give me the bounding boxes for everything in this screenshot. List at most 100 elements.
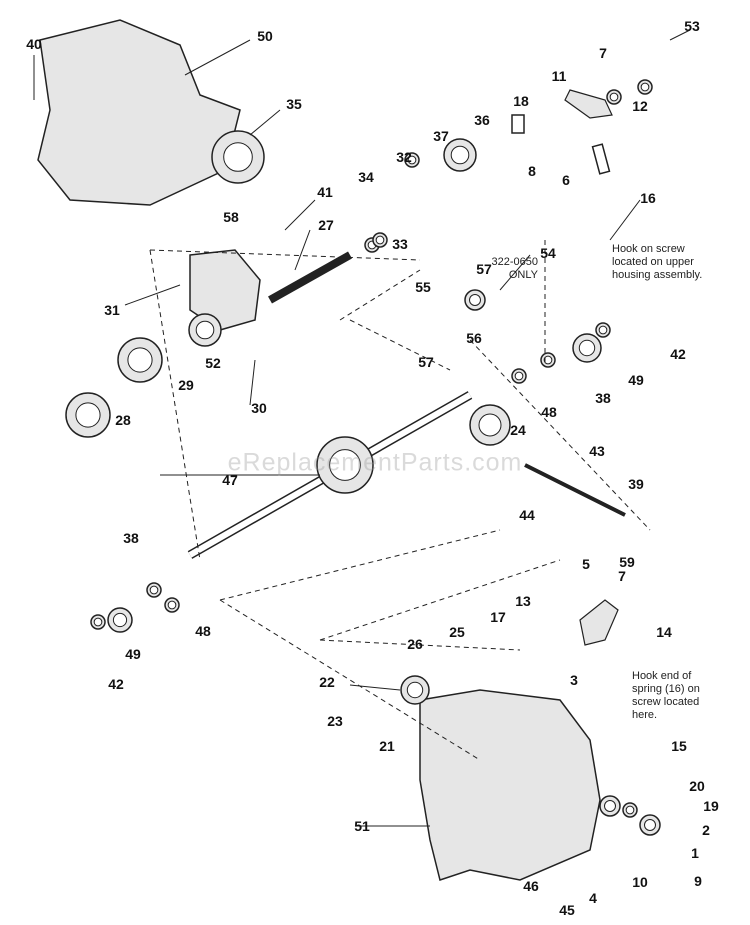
part-label-3: 3 — [570, 672, 578, 688]
leader-line-9 — [499, 254, 531, 291]
part-label-58: 58 — [223, 209, 239, 225]
part-label-46: 46 — [523, 878, 539, 894]
spring-18 — [511, 114, 525, 134]
leader-line-6 — [249, 359, 256, 406]
gear-35-hub — [223, 142, 253, 172]
watermark: eReplacementParts.com — [227, 448, 523, 477]
part-label-43: 43 — [589, 443, 605, 459]
part-label-53: 53 — [684, 18, 700, 34]
part-label-1: 1 — [691, 845, 699, 861]
gear-22-hub — [406, 681, 424, 699]
bushing-49b-hub — [112, 612, 128, 628]
kit-note: 322-0650 ONLY — [462, 256, 539, 282]
bearing-28-hub — [75, 402, 101, 428]
note-line: located on upper — [612, 256, 694, 268]
spring-16 — [591, 143, 611, 175]
leader-line-1 — [249, 109, 281, 136]
lower-housing — [419, 689, 601, 881]
washer-8-hub — [625, 805, 635, 815]
part-label-40: 40 — [26, 36, 42, 52]
washer-11-hub — [640, 82, 650, 92]
part-label-33: 33 — [392, 236, 408, 252]
part-label-9: 9 — [694, 873, 702, 889]
part-label-25: 25 — [449, 624, 465, 640]
part-label-20: 20 — [689, 778, 705, 794]
part-label-22: 22 — [319, 674, 335, 690]
part-label-52: 52 — [205, 355, 221, 371]
part-label-6: 6 — [562, 172, 570, 188]
leader-line-12 — [349, 684, 401, 691]
washer-2-hub — [543, 355, 553, 365]
assembly-line-5 — [319, 559, 561, 641]
part-label-45: 45 — [559, 902, 575, 918]
cylinder-block-29-hub — [127, 347, 153, 373]
part-label-32: 32 — [396, 149, 412, 165]
part-label-36: 36 — [474, 112, 490, 128]
part-label-5: 5 — [582, 556, 590, 572]
part-label-51: 51 — [354, 818, 370, 834]
washer-1-hub — [375, 235, 385, 245]
part-label-28: 28 — [115, 412, 131, 428]
part-label-44: 44 — [519, 507, 535, 523]
washer-5-hub — [167, 600, 177, 610]
part-label-38: 38 — [595, 390, 611, 406]
part-label-11: 11 — [551, 68, 567, 84]
part-label-7: 7 — [618, 568, 626, 584]
part-label-34: 34 — [358, 169, 374, 185]
part-label-42: 42 — [670, 346, 686, 362]
assembly-line-2 — [469, 339, 651, 531]
leader-line-11 — [669, 29, 691, 41]
part-label-4: 4 — [589, 890, 597, 906]
part-label-21: 21 — [379, 738, 395, 754]
kit-note-line: 322-0650 — [491, 256, 539, 268]
cylinder-block-24-hub — [478, 413, 502, 437]
upper-housing — [37, 19, 241, 206]
part-label-23: 23 — [327, 713, 343, 729]
part-label-59: 59 — [619, 554, 635, 570]
leader-line-3 — [284, 199, 316, 231]
part-label-57: 57 — [476, 261, 492, 277]
washer-9-hub — [407, 155, 417, 165]
center-section — [189, 249, 261, 331]
part-label-26: 26 — [407, 636, 423, 652]
upper-hook-note: Hook on screw located on upper housing a… — [612, 243, 702, 282]
note-line: screw located — [632, 696, 700, 708]
arm-14 — [579, 599, 619, 646]
note-line: Hook end of — [632, 670, 692, 682]
part-label-49: 49 — [628, 372, 644, 388]
part-label-49: 49 — [125, 646, 141, 662]
note-line: here. — [632, 709, 658, 721]
bushing-49-hub — [578, 339, 596, 357]
assembly-line-0 — [149, 249, 421, 261]
gear-47-hub — [329, 449, 361, 481]
part-label-12: 12 — [632, 98, 648, 114]
part-label-15: 15 — [671, 738, 687, 754]
assembly-line-6 — [319, 639, 521, 651]
part-label-24: 24 — [510, 422, 526, 438]
part-label-48: 48 — [541, 404, 557, 420]
washer-4-hub — [149, 585, 159, 595]
part-label-10: 10 — [632, 874, 648, 890]
part-label-39: 39 — [628, 476, 644, 492]
kit-note-line: ONLY — [508, 269, 538, 281]
part-label-35: 35 — [286, 96, 302, 112]
washer-10-hub — [609, 92, 619, 102]
washer-6-hub — [93, 617, 103, 627]
shaft-39 — [524, 463, 626, 517]
washer-7-hub — [598, 325, 608, 335]
part-label-17: 17 — [490, 609, 506, 625]
leader-line-10 — [609, 199, 641, 241]
assembly-line-3 — [219, 529, 501, 601]
part-label-14: 14 — [656, 624, 672, 640]
note-line: Hook on screw — [612, 243, 685, 255]
bearing-19-hub — [604, 800, 616, 812]
part-label-27: 27 — [318, 217, 334, 233]
part-label-19: 19 — [703, 798, 719, 814]
arm-11 — [564, 89, 613, 119]
part-label-8: 8 — [528, 163, 536, 179]
part-label-47: 47 — [222, 472, 238, 488]
assembly-line-7 — [339, 269, 421, 321]
part-label-57: 57 — [418, 354, 434, 370]
part-label-37: 37 — [433, 128, 449, 144]
